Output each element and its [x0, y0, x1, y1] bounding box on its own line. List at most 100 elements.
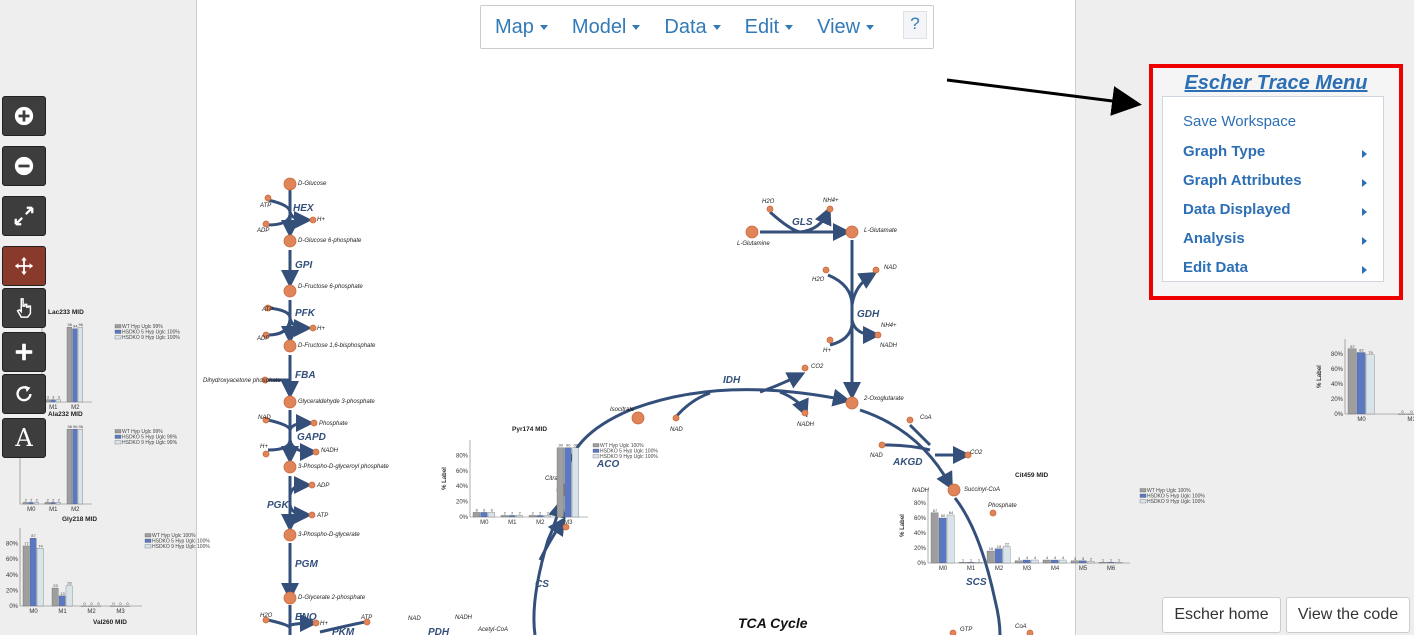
legend-swatch: [114, 440, 122, 445]
legend-entry: HSDKO 5 Hyp Uglc 100%: [1147, 494, 1205, 500]
help-button[interactable]: ?: [903, 11, 927, 39]
zoom-in-button[interactable]: [2, 96, 46, 136]
rotate-button[interactable]: [2, 374, 46, 414]
chart-bar: [1347, 348, 1357, 415]
legend-entry: WT Hyp Uglc 100%: [152, 533, 196, 539]
fit-canvas-button[interactable]: [2, 196, 46, 236]
trace-menu-list: Save Workspace Graph Type Graph Attribut…: [1162, 96, 1384, 282]
menu-map[interactable]: Map: [481, 16, 560, 39]
metabolite-label: NADH: [455, 615, 473, 621]
chevron-right-icon: [1362, 208, 1367, 216]
annotation-arrow: [946, 78, 1142, 116]
metabolite-label: H2O: [762, 199, 775, 205]
y-tick-label: 20%: [914, 546, 927, 552]
metabolite-label: NAD: [670, 427, 683, 433]
x-tick-label: M3: [564, 520, 573, 526]
y-tick-label: 60%: [6, 557, 19, 563]
chart-bar: [22, 545, 30, 607]
legend-swatch: [114, 434, 122, 439]
x-tick-label: M1: [49, 405, 58, 411]
y-tick-label: 20%: [6, 588, 19, 594]
y-tick-label: 80%: [456, 453, 469, 459]
legend-swatch: [1139, 488, 1147, 493]
edit-data-item[interactable]: Edit Data: [1183, 259, 1249, 276]
menu-label: Data: [664, 15, 707, 38]
chart-title: Val260 MID: [93, 619, 127, 626]
chart-bar: [55, 399, 61, 403]
escher-home-button[interactable]: Escher home: [1162, 597, 1281, 633]
metabolite-label: CO2: [811, 364, 824, 370]
y-tick-label: 20%: [456, 500, 469, 506]
legend-entry: WT Hyp Uglc 100%: [1147, 488, 1191, 494]
y-tick-label: 0%: [917, 561, 926, 567]
bar-value-label: 16: [989, 546, 994, 551]
chart-bar: [1050, 559, 1059, 564]
menu-data[interactable]: Data: [652, 16, 732, 39]
metabolite-label: D-Glucose 6-phosphate: [298, 238, 362, 244]
zoom-out-button[interactable]: [2, 146, 46, 186]
legend-swatch: [114, 429, 122, 434]
bar-value-label: 2: [1090, 557, 1093, 562]
bar-value-label: 1: [1110, 557, 1113, 562]
bar-value-label: 0: [1401, 409, 1404, 414]
x-tick-label: M0: [1357, 417, 1366, 423]
add-reaction-button[interactable]: [2, 332, 46, 372]
reaction-labels: HEX GPI PFK FBA GAPD PGK PGM ENO PKM PDH…: [267, 203, 987, 635]
data-displayed-item[interactable]: Data Displayed: [1183, 201, 1291, 218]
menu-bar: Map Model Data Edit View ?: [480, 5, 934, 49]
chart-bar: [28, 502, 34, 505]
bar-value-label: 2: [58, 497, 61, 502]
chart-bar: [1030, 559, 1039, 564]
analysis-item[interactable]: Analysis: [1183, 230, 1245, 247]
legend-swatch: [144, 538, 152, 543]
metabolite-label: NAD: [258, 415, 271, 421]
chevron-right-icon: [1362, 237, 1367, 245]
chart-bar: [1078, 560, 1087, 564]
menu-edit[interactable]: Edit: [733, 16, 805, 39]
metabolite-label: D-Glucose: [298, 181, 327, 187]
chevron-right-icon: [1362, 179, 1367, 187]
view-code-button[interactable]: View the code: [1286, 597, 1410, 633]
y-tick-label: 80%: [1331, 352, 1344, 358]
x-tick-label: M2: [995, 566, 1004, 572]
graph-type-item[interactable]: Graph Type: [1183, 143, 1266, 160]
minus-circle-icon: [14, 156, 34, 176]
menu-view[interactable]: View: [805, 16, 886, 39]
bar-value-label: 0: [83, 601, 86, 606]
text-mode-button[interactable]: A: [2, 418, 46, 458]
chart-bar: [472, 512, 480, 518]
bar-value-label: 1: [1102, 557, 1105, 562]
x-tick-label: M0: [29, 609, 38, 615]
graph-attributes-item[interactable]: Graph Attributes: [1183, 172, 1302, 189]
menu-label: Edit: [744, 15, 780, 38]
chart-bar: [66, 428, 72, 505]
map-canvas[interactable]: [196, 0, 1076, 635]
bar-value-label: 13: [60, 591, 65, 596]
metabolite-label: NAD: [870, 453, 883, 459]
metabolite-label: Succinyl-CoA: [964, 487, 1000, 493]
legend-swatch: [592, 443, 600, 448]
save-workspace-item[interactable]: Save Workspace: [1183, 113, 1297, 130]
bar-value-label: 1: [978, 557, 981, 562]
legend-entry: HSDKO 9 Hyp Uglc 100%: [1147, 499, 1205, 505]
plus-icon: [15, 343, 33, 361]
legend-entry: HSDKO 5 Hyp Uglc 100%: [600, 449, 658, 455]
caret-down-icon: [712, 24, 721, 30]
select-mode-button[interactable]: [2, 288, 46, 328]
trace-menu-title[interactable]: Escher Trace Menu: [1184, 72, 1368, 94]
bar-value-label: 64: [949, 510, 954, 515]
menu-model[interactable]: Model: [560, 16, 652, 39]
pan-mode-button[interactable]: [2, 246, 46, 286]
y-tick-label: 40%: [6, 573, 19, 579]
metabolite-label: Phosphate: [988, 503, 1017, 509]
metabolite-label: D-Fructose 6-phosphate: [298, 284, 363, 290]
bar-value-label: 90: [566, 443, 571, 448]
chart-bar: [946, 514, 955, 564]
chart-bar: [22, 502, 28, 505]
legend-swatch: [114, 329, 122, 334]
metabolite-label: CO2: [970, 450, 983, 456]
metabolite-label: ATP: [360, 615, 372, 621]
bar-value-label: 82: [1359, 348, 1364, 353]
